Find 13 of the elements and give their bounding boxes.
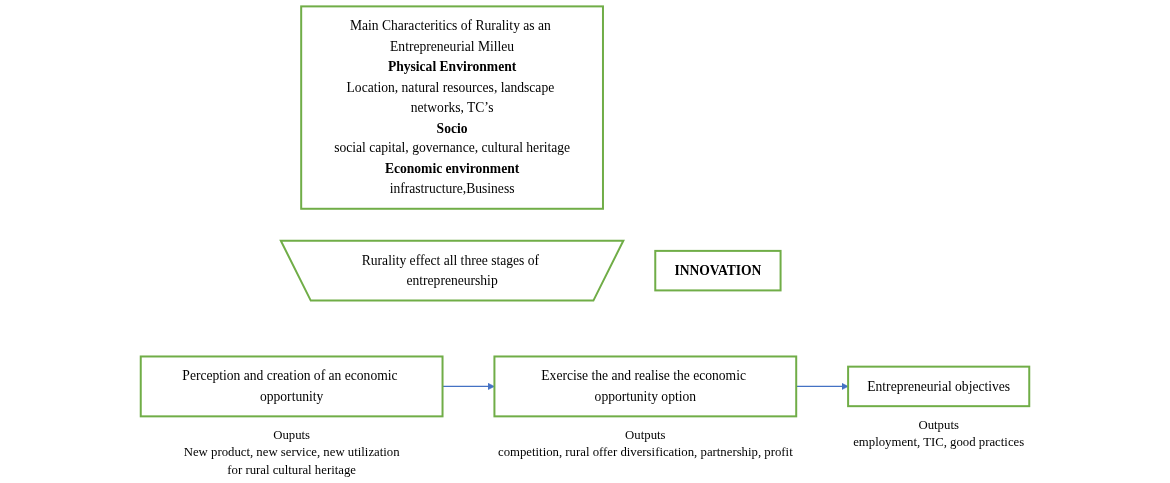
process-box: INNOVATION <box>654 249 782 292</box>
process-box: Main Characteritics of Rurality as an Entrepreneurial Milleu Physical Environment Location, natural resources, landscape networks, TC’s Socio social capital, governance, cultural heritage Economic environment infrastructure,Business <box>300 5 604 210</box>
outputs-text: employment, TIC, good practices <box>853 435 1025 450</box>
node-label: Exercise the and realise the economic opportunity option <box>541 368 746 404</box>
trapezoid-callout: Rurality effect all three stages of entrepreneurship <box>279 239 625 302</box>
node-label: Perception and creation of an economic opportunity <box>182 368 398 404</box>
outputs-heading: Outputs <box>625 427 666 442</box>
outputs-heading: Outputs <box>918 417 959 432</box>
outputs-text: competition, rural offer diversification, partnership, profit <box>497 445 793 460</box>
outputs-heading: Ouputs <box>273 427 311 442</box>
outputs-text: for rural cultural heritage <box>227 462 356 477</box>
node-label: Entrepreneurial objectives <box>867 378 1011 394</box>
outputs-text: New product, new service, new utilization <box>183 445 400 460</box>
